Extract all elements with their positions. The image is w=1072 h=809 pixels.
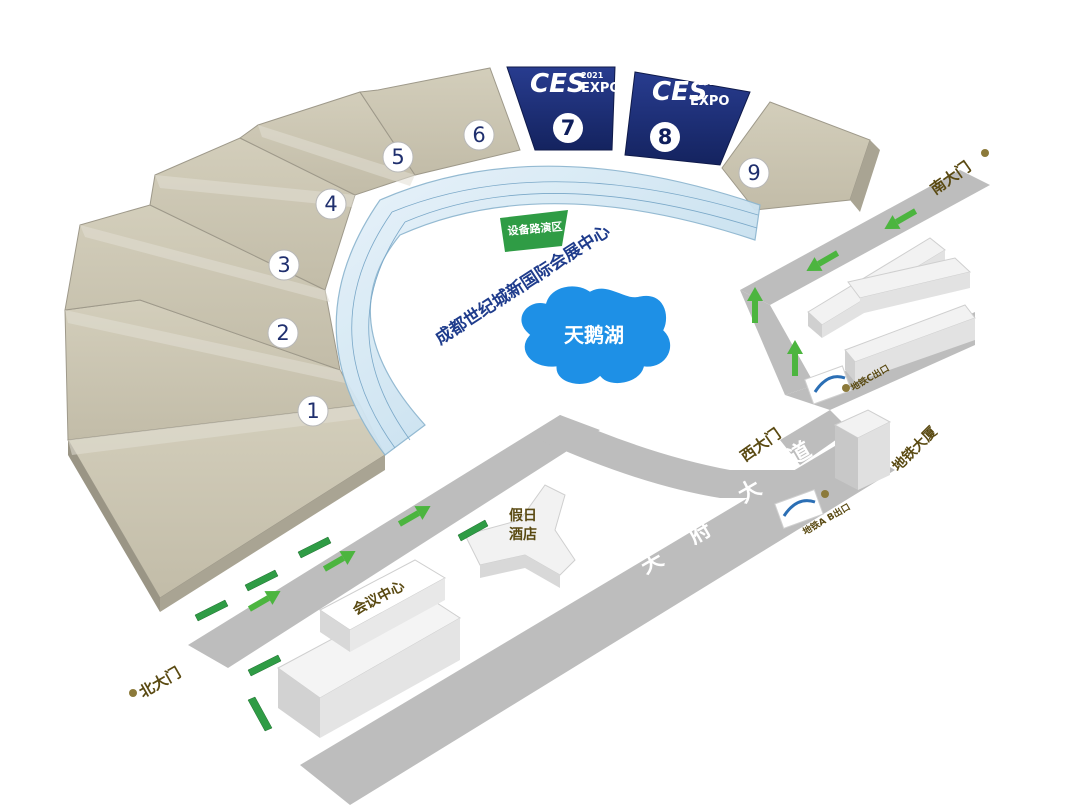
hall-separators [65,125,415,455]
hall-7[interactable] [506,66,616,151]
svg-text:2021: 2021 [581,71,604,80]
metro-building-label: 地铁大厦 [889,423,941,475]
demo-area[interactable]: 设备路演区 [500,210,568,252]
swan-lake[interactable]: 天鹅湖 [518,283,674,387]
entrance-barriers [194,519,489,732]
holiday-hotel-label-line1: 假日 [509,507,537,524]
gate-north[interactable]: 北大门 [129,663,184,701]
svg-text:2021: 2021 [698,78,721,87]
hall-number-2: 2 [276,321,289,345]
metro-c-logo-icon [813,375,846,393]
hall-9[interactable] [721,101,880,212]
hall-number-1: 1 [306,399,319,423]
hall-number-9: 9 [747,161,760,185]
expo-logo-hall-7: CES 2021 EXPO [530,69,620,99]
hall-number-3: 3 [277,253,290,277]
connector-road [780,410,850,465]
east-building-middle [847,257,972,314]
hall-1[interactable] [67,404,386,612]
hall-number-5: 5 [391,145,404,169]
south-road [740,170,990,305]
svg-text:CES: CES [530,69,586,99]
hall-4[interactable] [149,137,356,291]
glass-corridor [335,165,761,456]
svg-text:CES: CES [652,77,708,107]
hall-number-8: 8 [658,125,673,149]
direction-arrows [247,208,918,612]
gate-west[interactable]: 西大门 [737,425,784,466]
svg-text:EXPO: EXPO [690,94,729,109]
demo-area-label: 设备路演区 [507,219,563,238]
hall-number-7: 7 [561,116,576,140]
tianfu-avenue [300,440,895,805]
gate-north-label: 北大门 [136,663,184,701]
swan-lake-label: 天鹅湖 [564,323,624,347]
conference-center[interactable]: 会议中心 [277,559,461,738]
hall-badges: 1 2 3 4 5 6 7 8 9 [267,113,770,427]
inner-road-vertical [740,290,815,395]
holiday-hotel[interactable]: 假日 酒店 [464,484,576,588]
svg-text:EXPO: EXPO [581,81,620,96]
hall-number-4: 4 [324,192,337,216]
gate-west-label: 西大门 [737,425,784,466]
expo-logo-hall-8: CES 2021 EXPO [652,77,729,109]
metro-building[interactable]: 地铁大厦 [833,409,941,490]
hall-number-6: 6 [472,123,485,147]
north-road [188,415,600,668]
west-road [540,415,820,498]
east-building-lower [844,304,976,382]
metro-ab-logo-icon [782,499,816,517]
holiday-hotel-label-line2: 酒店 [509,526,537,543]
